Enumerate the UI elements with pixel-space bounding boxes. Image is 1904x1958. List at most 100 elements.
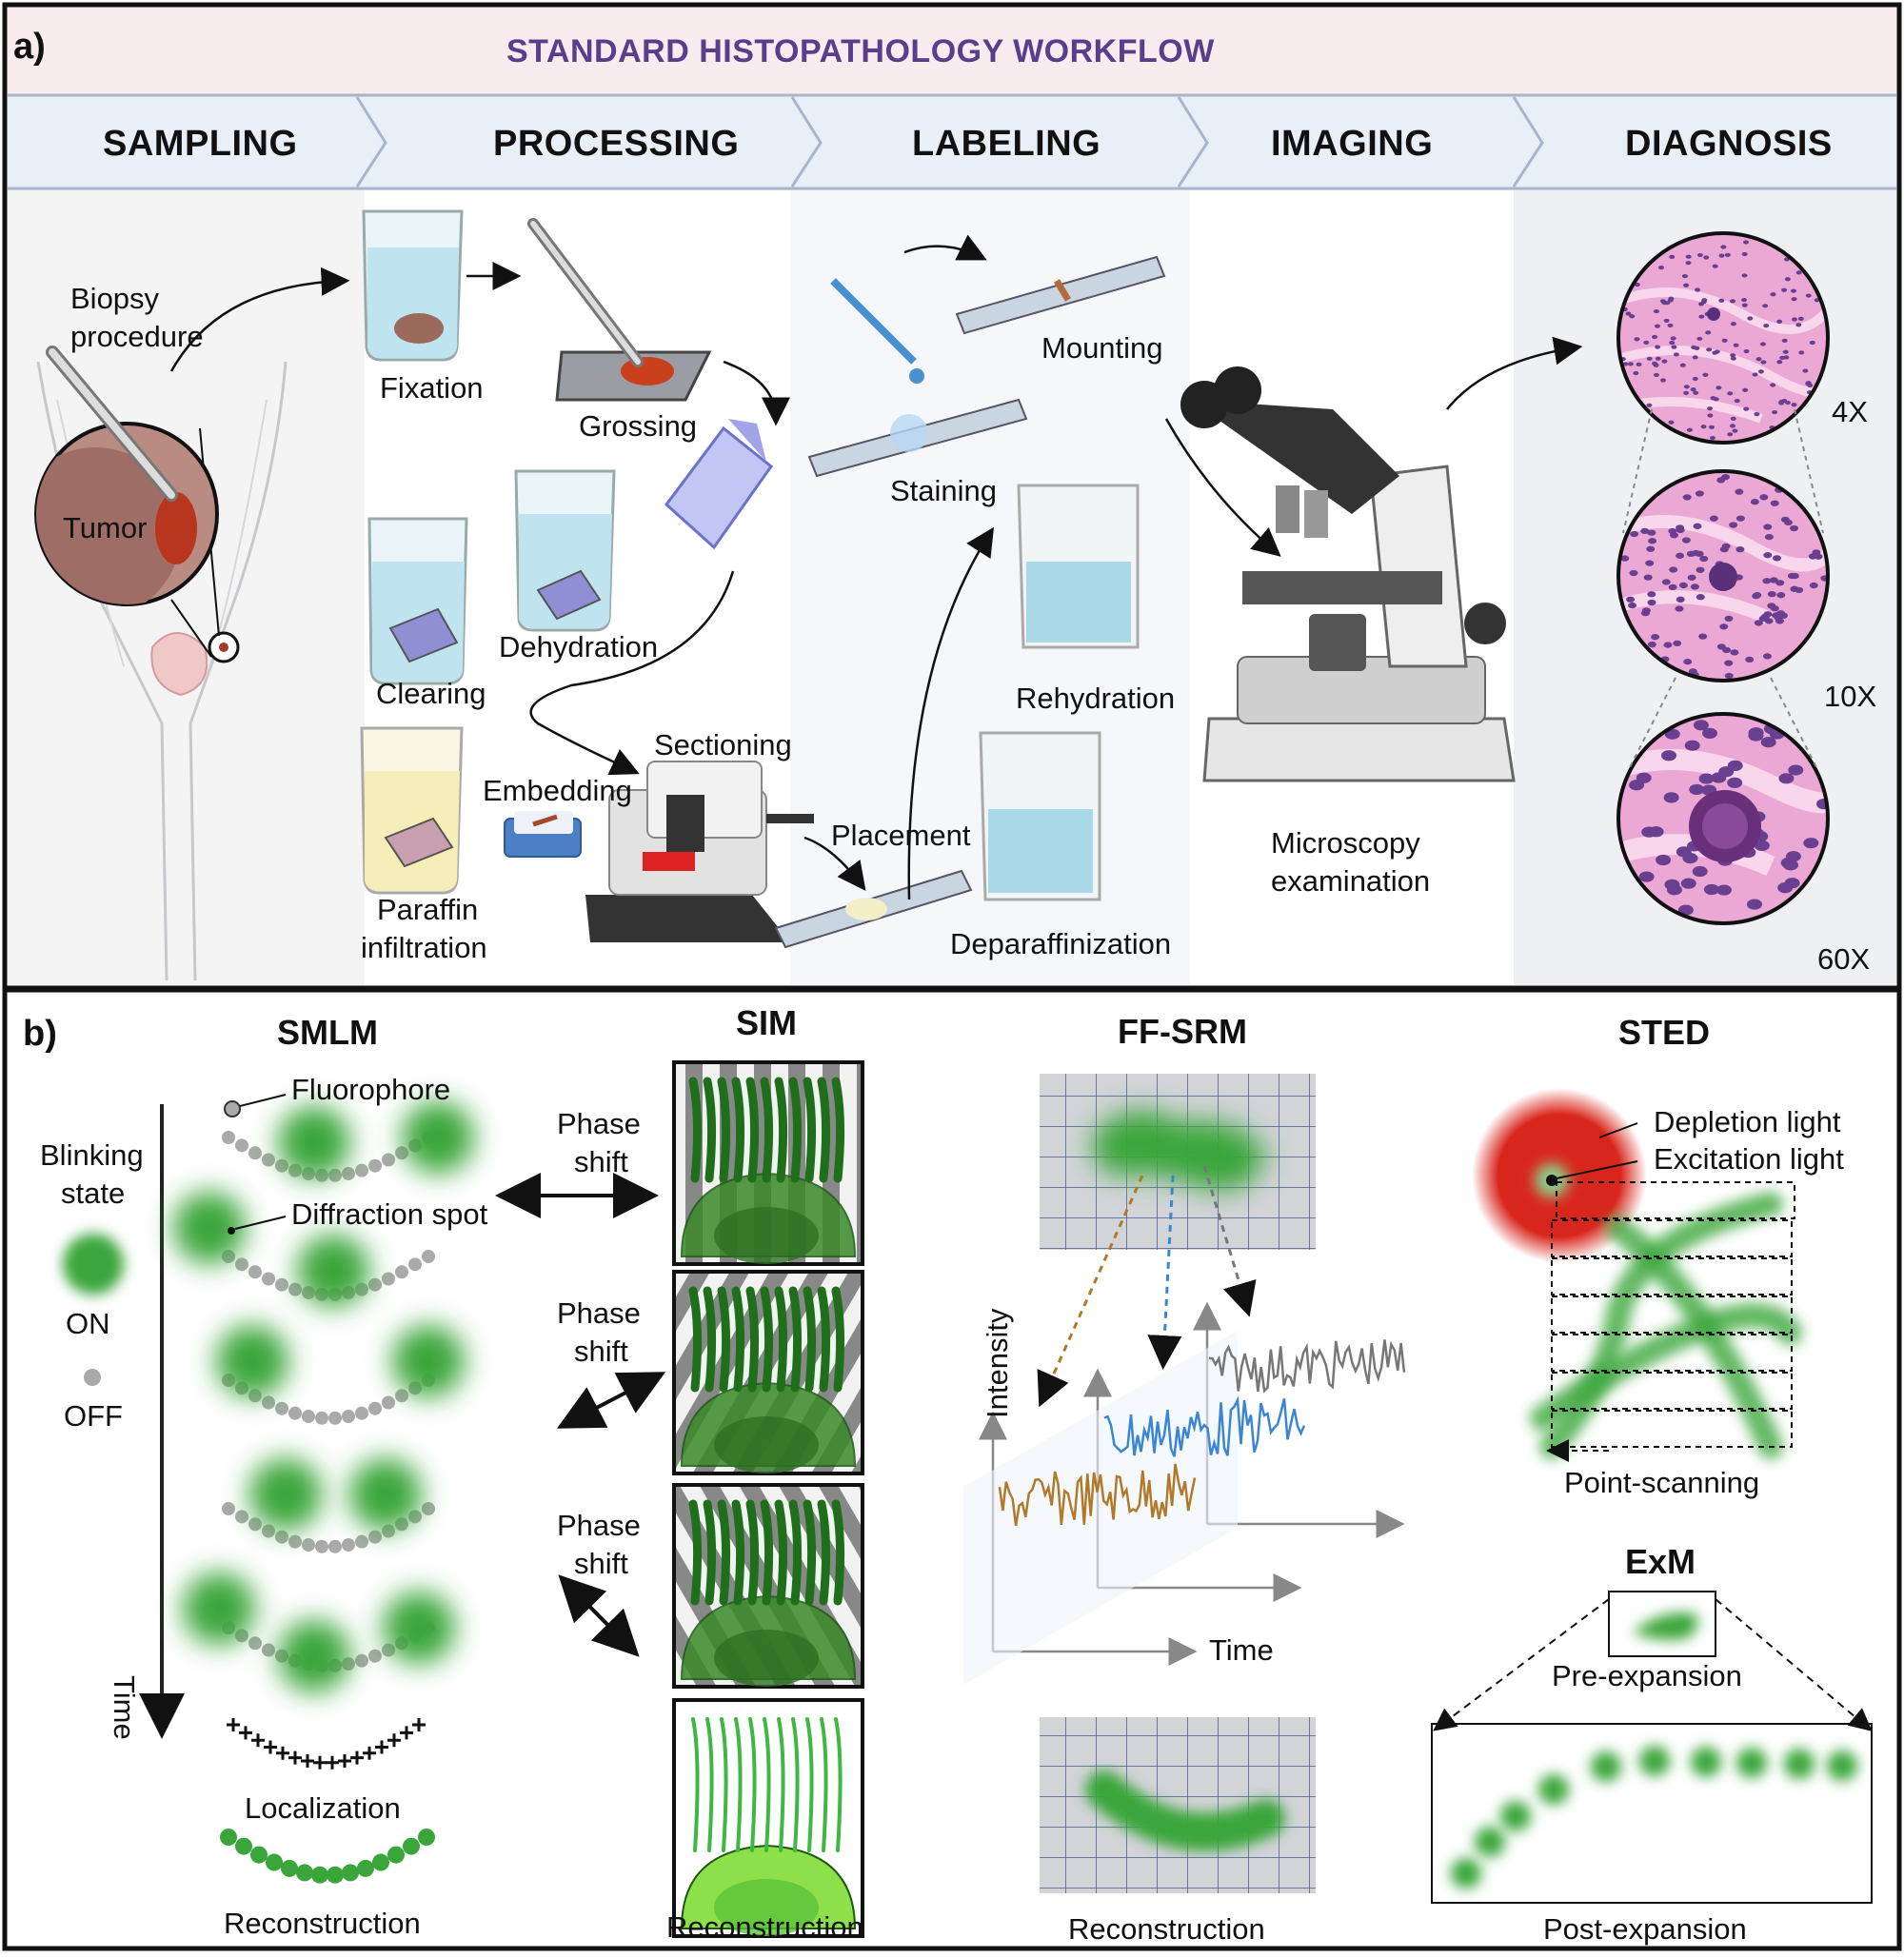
localization-cross xyxy=(363,1746,376,1760)
sted-title: STED xyxy=(1618,1013,1711,1052)
nucleus xyxy=(1798,350,1805,355)
nucleus xyxy=(1710,396,1716,401)
sim-cilium xyxy=(745,1286,760,1393)
nucleus xyxy=(1779,355,1786,361)
nucleus xyxy=(1643,340,1650,345)
nucleus xyxy=(1668,527,1677,535)
nucleus xyxy=(1763,524,1773,530)
nucleus xyxy=(1685,261,1692,266)
nucleus xyxy=(1675,605,1684,612)
nucleus xyxy=(1703,255,1710,260)
label-mag-60x: 60X xyxy=(1817,942,1871,976)
nucleus xyxy=(1742,240,1749,245)
nucleus xyxy=(1667,323,1674,328)
fluorophore-dot xyxy=(288,1406,302,1420)
label-staining: Staining xyxy=(890,474,998,507)
nucleus xyxy=(1643,574,1653,581)
nucleus xyxy=(1776,592,1786,599)
diffraction-spot xyxy=(402,1101,474,1174)
label-ffsrm-reconstruction: Reconstruction xyxy=(1068,1912,1265,1946)
localization-cross xyxy=(375,1740,388,1754)
label-tumor: Tumor xyxy=(63,511,148,544)
nucleus xyxy=(1791,297,1797,302)
localization-cross xyxy=(251,1733,265,1748)
nucleus xyxy=(1754,840,1770,851)
nucleus xyxy=(1693,720,1709,731)
fluorophore-marker xyxy=(224,1100,241,1117)
label-grossing: Grossing xyxy=(579,409,698,443)
reconstruction-dot xyxy=(296,1864,313,1882)
nucleus xyxy=(1730,299,1736,304)
nucleus xyxy=(1700,425,1707,429)
spot-marker xyxy=(228,1227,235,1235)
nucleus xyxy=(1809,340,1815,346)
ffsrm-diagram xyxy=(963,1074,1406,1893)
nucleus xyxy=(1716,643,1726,650)
he-60x xyxy=(1616,712,1830,925)
nucleus xyxy=(1676,596,1685,603)
sim-cilium xyxy=(731,1286,745,1393)
label-mounting: Mounting xyxy=(1041,331,1163,365)
nucleus xyxy=(1716,477,1726,484)
nucleus xyxy=(1730,424,1736,428)
fluorophore-dot xyxy=(235,1257,248,1272)
label-phase-3: Phase xyxy=(557,1509,641,1542)
nucleus xyxy=(1694,346,1700,350)
nucleus xyxy=(1758,615,1768,623)
reconstruction-dot xyxy=(266,1853,283,1871)
panel-a xyxy=(2,2,1902,991)
fluorophore-dot xyxy=(275,1530,288,1544)
fluorophore-dot xyxy=(235,1138,248,1153)
nucleus xyxy=(1767,590,1776,598)
nucleus xyxy=(1718,298,1725,303)
localization-cross xyxy=(326,1755,339,1770)
localization-cross xyxy=(239,1726,252,1740)
reconstruction-dot xyxy=(372,1853,389,1871)
nucleus xyxy=(1633,370,1639,376)
nucleus xyxy=(1692,355,1698,360)
sim-cilium xyxy=(745,1077,760,1183)
nucleus xyxy=(1707,413,1714,418)
reconstruction-dot xyxy=(311,1866,328,1884)
fluorophore-dot xyxy=(355,1653,368,1668)
nucleus xyxy=(1760,737,1776,748)
reconstruction-dot xyxy=(403,1837,420,1855)
nucleus xyxy=(1719,623,1729,630)
sim-nucleus xyxy=(714,1207,819,1264)
fluorophore-leader xyxy=(239,1094,287,1107)
sim-cilium xyxy=(717,1286,731,1393)
slide-placement xyxy=(774,869,973,949)
fluorophore-dot xyxy=(235,1510,248,1524)
nucleus xyxy=(1755,357,1762,362)
nucleus xyxy=(1625,311,1632,316)
localization-cross xyxy=(350,1750,364,1765)
sim-cilium xyxy=(791,1717,800,1852)
nucleus xyxy=(1647,599,1656,606)
nucleus xyxy=(1676,552,1685,559)
diffraction-spot xyxy=(183,1572,255,1645)
smlm-diagram xyxy=(63,1094,474,1884)
nucleus xyxy=(1773,555,1782,562)
sim-title: SIM xyxy=(736,1003,798,1042)
sim-cilium xyxy=(803,1499,817,1606)
nucleus xyxy=(1634,337,1640,342)
nucleus xyxy=(1669,341,1676,346)
sim-cilium xyxy=(731,1077,745,1183)
nucleus xyxy=(1746,899,1762,910)
sim-cilium xyxy=(703,1286,717,1393)
nucleus xyxy=(1790,524,1799,532)
nucleus xyxy=(1652,334,1658,340)
nucleus xyxy=(1763,611,1773,618)
fluorophore-dot xyxy=(422,1502,435,1515)
nucleus xyxy=(1721,338,1728,343)
nucleus xyxy=(1759,494,1769,501)
nucleus xyxy=(1770,383,1776,387)
expanded-fluorophore xyxy=(1451,1858,1481,1889)
label-fixation: Fixation xyxy=(380,371,484,405)
label-sim-reconstruction: Reconstruction xyxy=(666,1910,863,1944)
nucleus xyxy=(1727,391,1734,396)
reconstruction-dot xyxy=(250,1846,268,1864)
nucleus xyxy=(1620,555,1630,562)
expanded-fluorophore xyxy=(1827,1750,1857,1781)
label-off: OFF xyxy=(64,1399,123,1433)
